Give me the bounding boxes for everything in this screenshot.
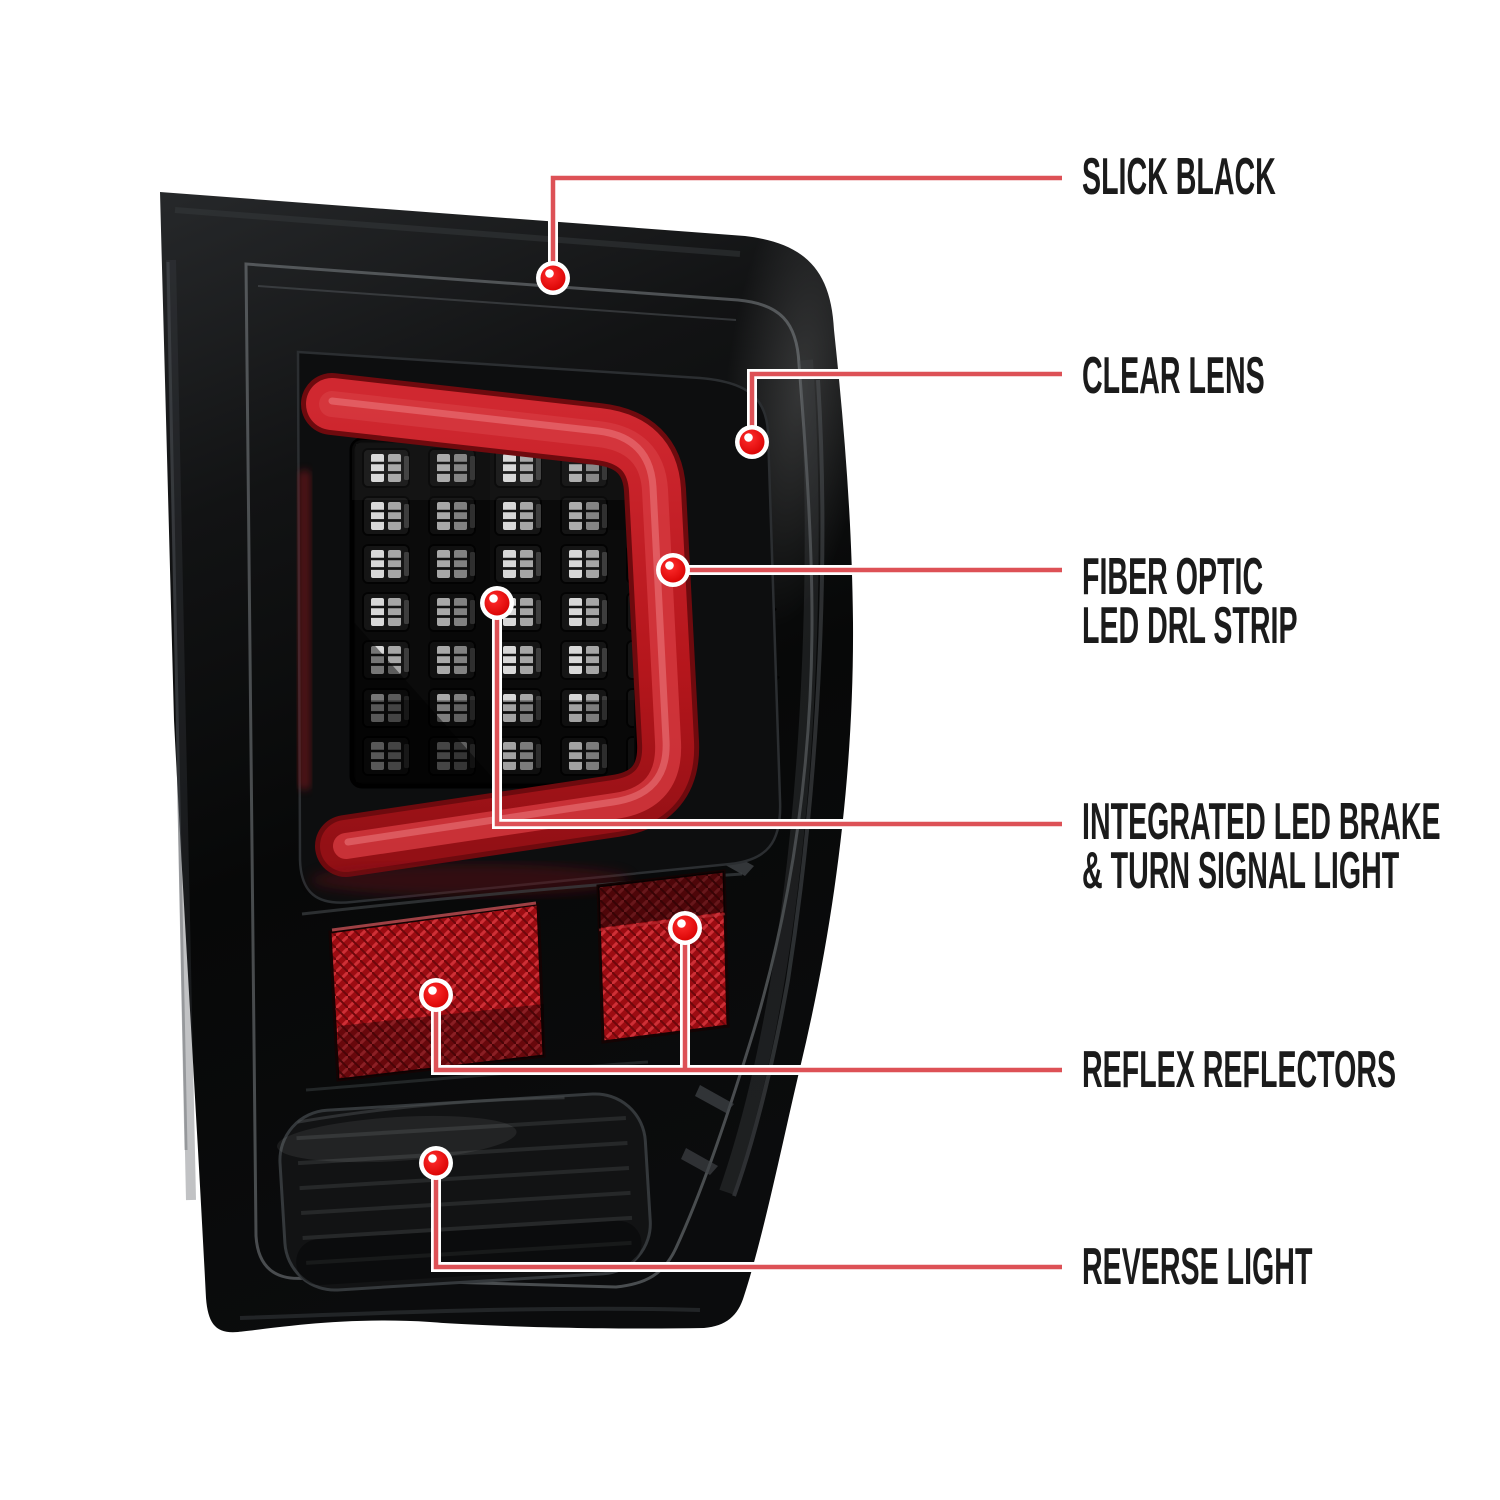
marker-slick-black	[536, 261, 570, 295]
tail-light	[160, 151, 880, 1333]
leader-reflex-left	[433, 995, 1062, 1073]
label-brake-turn-line2: & TURN SIGNAL LIGHT	[1082, 842, 1400, 900]
marker-fiber-optic	[656, 553, 690, 587]
reflex-reflector-left	[328, 901, 546, 1082]
marker-brake-turn	[480, 586, 514, 620]
label-reverse-light: REVERSE LIGHT	[1082, 1238, 1313, 1296]
marker-clear-lens	[735, 425, 769, 459]
leader-slick-black	[550, 175, 1062, 278]
label-fiber-optic-line2: LED DRL STRIP	[1082, 597, 1298, 655]
label-reflex-reflectors: REFLEX REFLECTORS	[1082, 1041, 1397, 1099]
leader-brake-turn	[494, 603, 1062, 827]
marker-reverse	[419, 1146, 453, 1180]
label-clear-lens: CLEAR LENS	[1082, 347, 1265, 405]
label-fiber-optic-line1: FIBER OPTIC	[1082, 548, 1264, 606]
marker-reflex-right	[668, 911, 702, 945]
fiber-optic-drl-strip	[301, 373, 700, 877]
leader-reverse	[433, 1163, 1062, 1270]
callout-lines	[431, 173, 1062, 1272]
label-brake-turn-line1: INTEGRATED LED BRAKE	[1082, 793, 1441, 851]
marker-reflex-left	[419, 978, 453, 1012]
label-slick-black: SLICK BLACK	[1082, 148, 1276, 206]
leader-clear-lens	[749, 371, 1062, 442]
reflex-reflector-right	[596, 869, 730, 1044]
callout-markers	[419, 261, 769, 1180]
clear-lens-outline	[244, 262, 814, 1289]
